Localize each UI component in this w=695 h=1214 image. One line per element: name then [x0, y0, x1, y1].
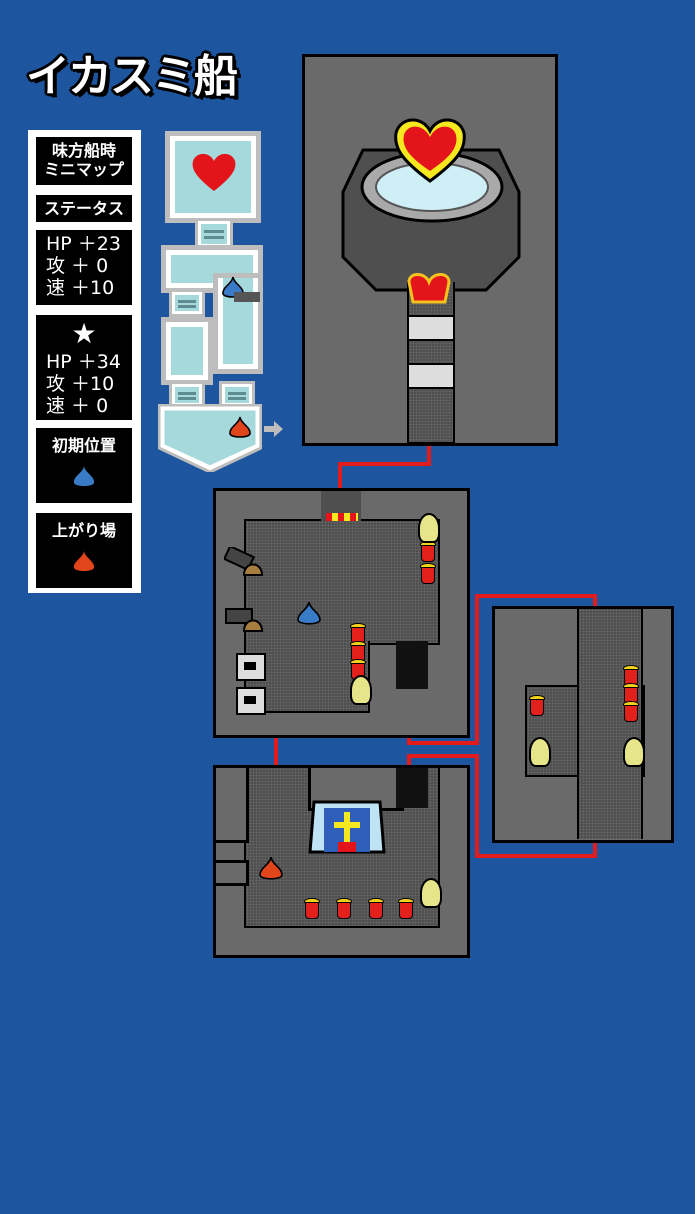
barrel-icon: [350, 623, 366, 645]
map-title: イカスミ船: [26, 51, 238, 102]
minimap-passage: [219, 381, 255, 409]
wall: [213, 860, 249, 886]
cannon-room: [213, 488, 470, 738]
minimap-label: 味方船時 ミニマップ: [36, 137, 132, 185]
red-drop-icon: [229, 416, 251, 438]
squid-icon: [418, 513, 440, 543]
cannon-icon: [224, 547, 264, 576]
red-drop-icon: [259, 856, 283, 880]
barrel-icon: [529, 695, 545, 717]
squid-icon: [623, 737, 645, 767]
exit-label: 上がり場: [51, 521, 116, 540]
star-stat-attack: 攻 ＋10: [46, 373, 115, 395]
cannon-switch-icon: [236, 687, 266, 715]
status-label: ステータス: [36, 195, 132, 222]
start-position-legend: 初期位置: [36, 428, 132, 503]
crab-icon: [407, 273, 451, 304]
minimap-left-room: [161, 317, 213, 385]
wall: [213, 765, 249, 843]
star-stat-hp: HP ＋34: [46, 351, 121, 373]
squid-icon: [350, 675, 372, 705]
stairs-down: [396, 641, 428, 689]
exit-legend: 上がり場: [36, 513, 132, 588]
barrel-icon: [398, 898, 414, 920]
cannon-switch-icon: [236, 653, 266, 681]
minimap-label-line2: ミニマップ: [43, 160, 124, 179]
heart-icon: [394, 118, 466, 183]
squid-icon: [529, 737, 551, 767]
spike-trap-icon: [407, 315, 455, 341]
barrel-icon: [623, 701, 639, 723]
barrel-icon: [623, 665, 639, 687]
start-label: 初期位置: [51, 436, 116, 455]
minimap-stairs: [169, 381, 205, 409]
stat-speed: 速 ＋10: [46, 277, 115, 299]
exit-room: [213, 765, 470, 958]
squid-icon: [420, 878, 442, 908]
stat-attack: 攻 ＋ 0: [46, 255, 109, 277]
star-icon: ★: [71, 317, 97, 350]
cannon-room-floor: [244, 519, 440, 645]
cannon-icon: [234, 292, 260, 302]
blue-drop-icon: [297, 601, 321, 625]
barrel-icon: [420, 541, 436, 563]
door-mat: [326, 513, 358, 521]
star-stat-speed: 速 ＋ 0: [46, 395, 109, 417]
arrow-right-icon: [264, 421, 283, 437]
altar-icon: [308, 800, 386, 854]
heart-icon: [192, 153, 236, 191]
barrel-icon: [304, 898, 320, 920]
blue-drop-icon: [73, 466, 95, 486]
minimap-bottom-room: [158, 404, 262, 472]
spike-trap-icon: [407, 363, 455, 389]
minimap-stairs: [169, 289, 205, 317]
heart-room: [302, 54, 558, 446]
minimap-heart-room: [165, 131, 261, 223]
minimap-stairs: [195, 218, 233, 250]
barrel-icon: [368, 898, 384, 920]
cannon-icon: [225, 608, 264, 632]
side-room: [492, 606, 674, 843]
minimap-label-line1: 味方船時: [51, 141, 116, 160]
heart-pedestal: [360, 151, 504, 223]
barrel-icon: [336, 898, 352, 920]
stairs-up: [396, 768, 428, 808]
red-drop-icon: [73, 551, 95, 571]
side-room-corridor: [577, 609, 643, 839]
barrel-icon: [420, 563, 436, 585]
stat-hp: HP ＋23: [46, 233, 121, 255]
